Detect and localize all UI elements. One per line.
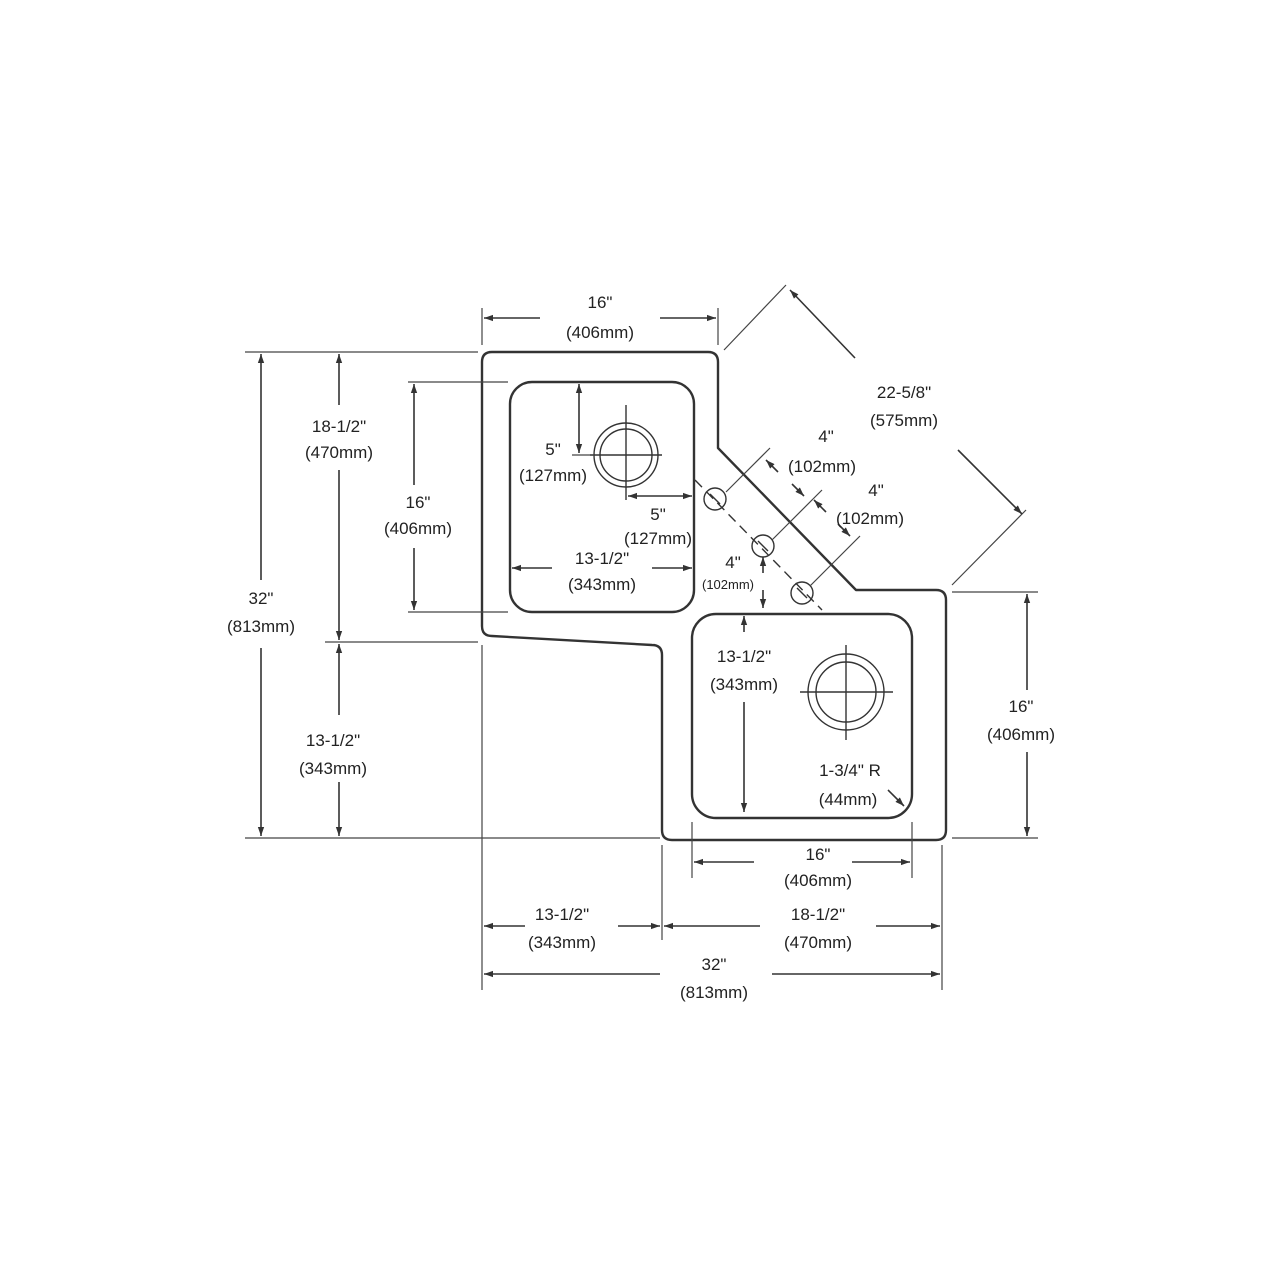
svg-text:(406mm): (406mm)	[384, 519, 452, 538]
label-bottom-left: 13-1/2" (343mm)	[528, 905, 596, 952]
label-left-upper: 18-1/2" (470mm)	[305, 417, 373, 462]
dimension-lines	[257, 289, 1031, 978]
faucet-hole-left	[703, 487, 727, 511]
svg-text:(813mm): (813mm)	[227, 617, 295, 636]
svg-text:13-1/2": 13-1/2"	[306, 731, 360, 750]
label-faucet-spacing-a: 4" (102mm)	[788, 427, 856, 476]
label-top-width: 16" (406mm)	[566, 293, 634, 342]
svg-text:(406mm): (406mm)	[784, 871, 852, 890]
svg-text:(470mm): (470mm)	[784, 933, 852, 952]
svg-text:13-1/2": 13-1/2"	[717, 647, 771, 666]
svg-text:18-1/2": 18-1/2"	[312, 417, 366, 436]
svg-text:4": 4"	[868, 481, 884, 500]
svg-text:1-3/4" R: 1-3/4" R	[819, 761, 881, 780]
label-left-lower: 13-1/2" (343mm)	[299, 731, 367, 778]
svg-text:(44mm): (44mm)	[819, 790, 878, 809]
label-bowl1-height: 16" (406mm)	[384, 493, 452, 538]
svg-text:4": 4"	[725, 553, 741, 572]
svg-text:22-5/8": 22-5/8"	[877, 383, 931, 402]
extension-lines	[245, 284, 1038, 990]
label-diagonal: 22-5/8" (575mm)	[870, 383, 938, 430]
bowl-1	[508, 380, 696, 614]
label-faucet-spacing-b: 4" (102mm)	[836, 481, 904, 528]
faucet-hole-right	[790, 581, 814, 605]
svg-text:(127mm): (127mm)	[624, 529, 692, 548]
bowl-1-drain	[590, 405, 662, 500]
svg-text:13-1/2": 13-1/2"	[535, 905, 589, 924]
label-faucet-spacing-c: 4" (102mm)	[702, 553, 754, 592]
svg-text:32": 32"	[702, 955, 727, 974]
svg-text:(102mm): (102mm)	[836, 509, 904, 528]
faucet-holes	[694, 479, 823, 611]
svg-text:16": 16"	[406, 493, 431, 512]
label-bowl1-width: 13-1/2" (343mm)	[568, 549, 636, 594]
bowl-2-drain	[800, 645, 893, 740]
svg-text:(470mm): (470mm)	[305, 443, 373, 462]
svg-text:(343mm): (343mm)	[528, 933, 596, 952]
label-right-height: 16" (406mm)	[987, 697, 1055, 744]
svg-text:4": 4"	[818, 427, 834, 446]
svg-text:(343mm): (343mm)	[710, 675, 778, 694]
label-left-total: 32" (813mm)	[227, 589, 295, 636]
label-bowl2-width: 16" (406mm)	[784, 845, 852, 890]
label-bottom-right: 18-1/2" (470mm)	[784, 905, 852, 952]
svg-text:18-1/2": 18-1/2"	[791, 905, 845, 924]
sink-outline	[480, 350, 948, 842]
svg-text:5": 5"	[650, 505, 666, 524]
svg-text:16": 16"	[1009, 697, 1034, 716]
svg-text:32": 32"	[249, 589, 274, 608]
bowl-1-basin	[508, 380, 696, 614]
label-bowl2-height: 13-1/2" (343mm)	[710, 647, 778, 694]
svg-text:(575mm): (575mm)	[870, 411, 938, 430]
label-bottom-total: 32" (813mm)	[680, 955, 748, 1002]
svg-text:5": 5"	[545, 440, 561, 459]
svg-text:(406mm): (406mm)	[566, 323, 634, 342]
svg-text:(343mm): (343mm)	[568, 575, 636, 594]
svg-text:16": 16"	[806, 845, 831, 864]
svg-text:(406mm): (406mm)	[987, 725, 1055, 744]
label-corner-radius: 1-3/4" R (44mm)	[819, 761, 881, 809]
dimension-labels: 16" (406mm) 22-5/8" (575mm) 18-1/2" (470…	[227, 293, 1055, 1002]
svg-text:(102mm): (102mm)	[702, 577, 754, 592]
label-bowl1-drain-vertical: 5" (127mm)	[519, 440, 587, 485]
label-bowl1-drain-horizontal: 5" (127mm)	[624, 505, 692, 548]
svg-text:(813mm): (813mm)	[680, 983, 748, 1002]
svg-text:(343mm): (343mm)	[299, 759, 367, 778]
bowl-2-basin	[690, 612, 914, 820]
svg-text:13-1/2": 13-1/2"	[575, 549, 629, 568]
svg-text:16": 16"	[588, 293, 613, 312]
bowl-2	[690, 612, 914, 820]
svg-text:(102mm): (102mm)	[788, 457, 856, 476]
svg-text:(127mm): (127mm)	[519, 466, 587, 485]
